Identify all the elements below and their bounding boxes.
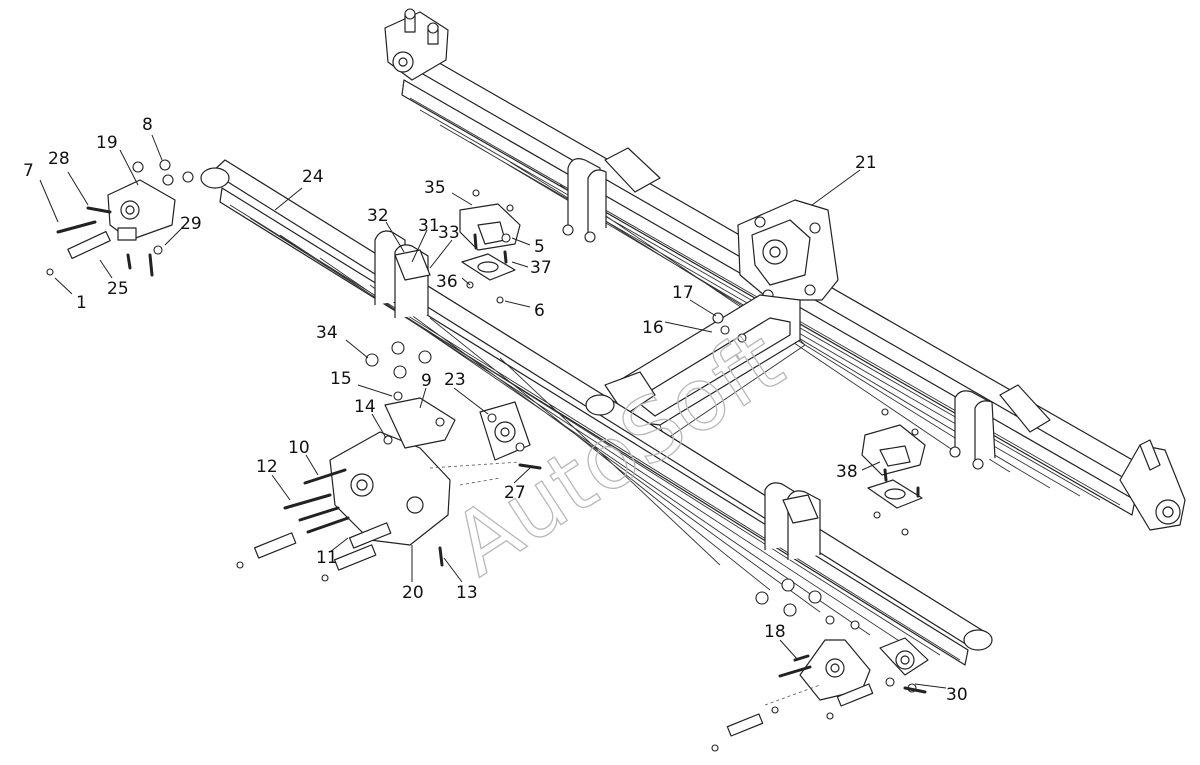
spring-seat-nuts: [365, 341, 445, 445]
callout-31: 31: [418, 216, 440, 236]
callout-11: 11: [316, 548, 338, 568]
callout-7: 7: [23, 161, 34, 181]
callout-14: 14: [354, 397, 376, 417]
callout-27: 27: [504, 483, 526, 503]
bump-stop-bracket-upper: [459, 189, 521, 304]
callout-9: 9: [421, 371, 432, 391]
balancer-bracket: [737, 199, 839, 301]
callout-1: 1: [76, 293, 87, 313]
callout-32: 32: [367, 206, 389, 226]
callout-33: 33: [438, 223, 460, 243]
rear-spring-rear-hanger: [1119, 439, 1186, 531]
callout-25: 25: [107, 279, 129, 299]
rear-spring-u-bolt-left: [562, 147, 661, 243]
watermark-text: AutoSoft: [436, 310, 800, 595]
rear-spring-u-bolt-right: [949, 384, 1051, 470]
callout-15: 15: [330, 369, 352, 389]
lower-spring-seat-nuts: [755, 578, 860, 630]
callout-29: 29: [180, 214, 202, 234]
callout-17: 17: [672, 283, 694, 303]
callout-30: 30: [946, 685, 968, 705]
rear-spring-front-hanger: [384, 8, 449, 81]
callout-28: 28: [48, 149, 70, 169]
callout-6: 6: [534, 301, 545, 321]
callout-21: 21: [855, 153, 877, 173]
callout-labels: 1 5 6 7 8 9 10 11 12 13 14 15 16 17 18 1…: [23, 115, 968, 705]
front-spring-rear-bracket: [329, 397, 531, 546]
callout-19: 19: [96, 133, 118, 153]
callout-18: 18: [764, 622, 786, 642]
callout-20: 20: [402, 583, 424, 603]
callout-37: 37: [530, 258, 552, 278]
callout-35: 35: [424, 178, 446, 198]
callout-38: 38: [836, 462, 858, 482]
callout-23: 23: [444, 370, 466, 390]
front-spring-front-bracket: [711, 637, 929, 752]
callout-34: 34: [316, 323, 338, 343]
callout-24: 24: [302, 167, 324, 187]
leader-lines: [39, 134, 947, 689]
callout-8: 8: [142, 115, 153, 135]
callout-36: 36: [436, 272, 458, 292]
callout-10: 10: [288, 438, 310, 458]
front-spring-u-bolt-lower: [764, 482, 821, 560]
callout-5: 5: [534, 237, 545, 257]
callout-13: 13: [456, 583, 478, 603]
front-spring-hanger: [46, 159, 194, 277]
shackle-pins: [236, 463, 542, 582]
callout-16: 16: [642, 318, 664, 338]
front-spring-u-bolt-upper: [374, 230, 431, 318]
callout-12: 12: [256, 457, 278, 477]
bump-stop-bracket-lower: [861, 408, 926, 536]
